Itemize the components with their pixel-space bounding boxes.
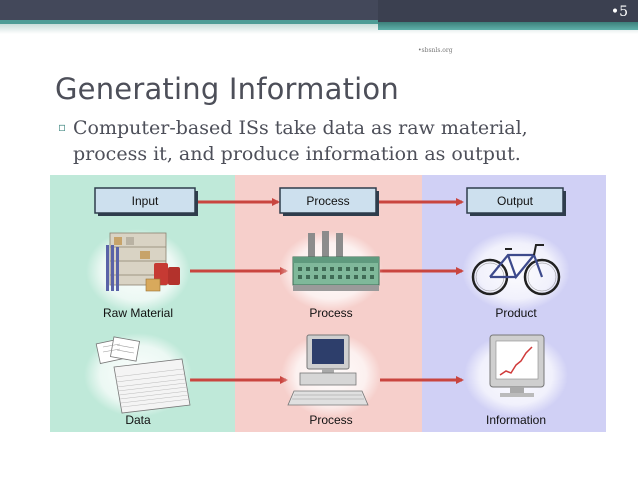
raw-material-illustration bbox=[86, 229, 190, 313]
factory-process-label: Process bbox=[309, 306, 352, 320]
output-header-box: Output bbox=[466, 187, 566, 216]
slide-number: •5 bbox=[610, 4, 628, 20]
monitor-chart-illustration bbox=[464, 333, 568, 417]
top-accent-stripe bbox=[0, 20, 638, 24]
input-header-box: Input bbox=[94, 187, 198, 216]
ipo-diagram: Input Process Output Raw Material bbox=[50, 175, 606, 432]
top-gradient bbox=[0, 24, 638, 34]
slide-number-box bbox=[378, 0, 638, 22]
data-label: Data bbox=[125, 413, 151, 427]
process-header-box: Process bbox=[279, 187, 379, 216]
output-header-label: Output bbox=[497, 194, 534, 208]
data-illustration bbox=[84, 333, 192, 417]
process-header-label: Process bbox=[306, 194, 349, 208]
computer-illustration bbox=[281, 333, 381, 417]
bicycle-illustration bbox=[462, 231, 570, 311]
bullet-text: Computer-based ISs take data as raw mate… bbox=[73, 117, 528, 165]
source-credit: •sbsnls.org bbox=[418, 47, 453, 54]
product-label: Product bbox=[495, 306, 537, 320]
input-header-label: Input bbox=[132, 194, 159, 208]
information-label: Information bbox=[486, 413, 546, 427]
factory-illustration bbox=[279, 231, 383, 311]
bullet-marker: ▫ bbox=[58, 120, 67, 134]
slide-title: Generating Information bbox=[55, 72, 399, 106]
slide-number-stripe bbox=[378, 22, 638, 30]
raw-material-label: Raw Material bbox=[103, 306, 173, 320]
computer-process-label: Process bbox=[309, 413, 352, 427]
